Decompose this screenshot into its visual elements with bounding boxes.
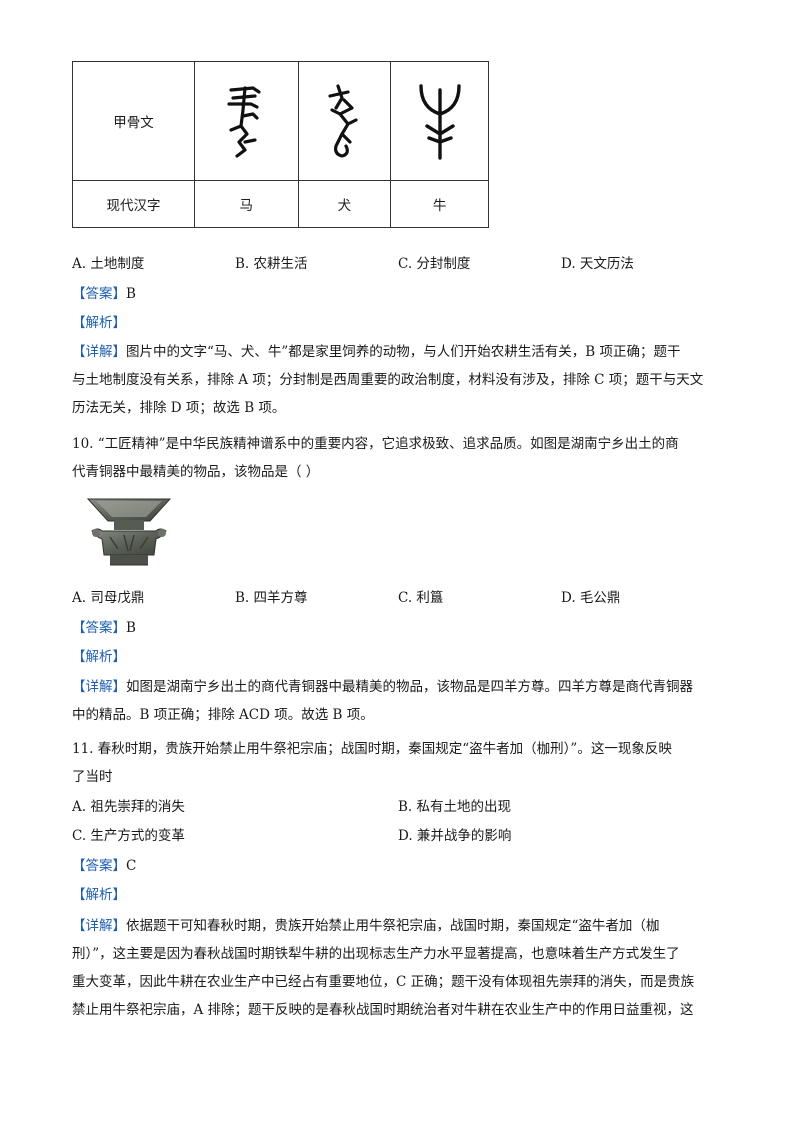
four-ram-zun-icon xyxy=(86,498,172,566)
q9-option-a: A. 土地制度 xyxy=(72,256,145,272)
q9-answer: 【答案】B xyxy=(72,284,136,304)
q11-analysis-tag: 【解析】 xyxy=(72,887,126,903)
q10-detail-line-1: 如图是湖南宁乡出土的商代青铜器中最精美的物品，该物品是四羊方尊。四羊方尊是商代青… xyxy=(126,679,693,695)
q11-option-a: A. 祖先崇拜的消失 xyxy=(72,799,185,815)
q9-option-b: B. 农耕生活 xyxy=(235,256,308,272)
oracle-row: 甲骨文 xyxy=(71,61,489,181)
q10-detail-line-2: 中的精品。B 项正确；排除 ACD 项。故选 B 项。 xyxy=(72,707,374,723)
q10-option-b: B. 四羊方尊 xyxy=(235,590,308,606)
modern-char-dog: 犬 xyxy=(297,180,392,228)
answer-tag: 【答案】 xyxy=(72,286,126,302)
detail-tag: 【详解】 xyxy=(72,918,126,934)
q9-option-c: C. 分封制度 xyxy=(398,256,471,272)
modern-char-horse: 马 xyxy=(194,180,299,228)
q10-answer: 【答案】B xyxy=(72,618,136,638)
q10-stem-line-2: 代青铜器中最精美的物品，该物品是（ ） xyxy=(72,464,320,480)
oracle-bone-table: 甲骨文 xyxy=(71,61,489,228)
q11-detail-line-2: 刑）”，这主要是因为春秋战国时期铁犁牛耕的出现标志生产力水平显著提高，也意味着生… xyxy=(72,946,680,962)
q10-detail: 【详解】如图是湖南宁乡出土的商代青铜器中最精美的物品，该物品是四羊方尊。四羊方尊… xyxy=(72,673,732,729)
q10-analysis-tag: 【解析】 xyxy=(72,649,126,665)
q11-stem-line-1: 11. 春秋时期，贵族开始禁止用牛祭祀宗庙；战国时期，秦国规定“盗牛者加（枷刑）… xyxy=(72,741,672,757)
answer-tag: 【答案】 xyxy=(72,620,126,636)
q11-option-c: C. 生产方式的变革 xyxy=(72,828,185,844)
q11-answer: 【答案】C xyxy=(72,856,136,876)
answer-tag: 【答案】 xyxy=(72,858,126,874)
q9-analysis-tag: 【解析】 xyxy=(72,315,126,331)
row-header-modern: 现代汉字 xyxy=(71,180,196,228)
q11-detail: 【详解】依据题干可知春秋时期，贵族开始禁止用牛祭祀宗庙，战国时期，秦国规定“盗牛… xyxy=(72,912,732,1024)
q11-detail-line-4: 禁止用牛祭祀宗庙，A 排除；题干反映的是春秋战国时期统治者对牛耕在农业生产中的作… xyxy=(72,1002,694,1018)
answer-value: B xyxy=(126,286,136,302)
detail-tag: 【详解】 xyxy=(72,679,126,695)
q10-stem: 10. “工匠精神”是中华民族精神谱系中的重要内容，它追求极致、追求品质。如图是… xyxy=(72,430,732,486)
q11-stem-line-2: 了当时 xyxy=(72,769,113,785)
oracle-horse-glyph xyxy=(194,61,299,181)
q10-stem-line-1: 10. “工匠精神”是中华民族精神谱系中的重要内容，它追求极致、追求品质。如图是… xyxy=(72,436,679,452)
q10-option-d: D. 毛公鼎 xyxy=(561,590,621,606)
answer-value: C xyxy=(126,858,137,874)
oracle-ox-glyph xyxy=(390,61,489,181)
q9-option-d: D. 天文历法 xyxy=(561,256,634,272)
q9-detail-line-3: 历法无关，排除 D 项；故选 B 项。 xyxy=(72,400,286,416)
q10-option-a: A. 司母戊鼎 xyxy=(72,590,145,606)
q10-option-c: C. 利簋 xyxy=(398,590,444,606)
row-header-oracle: 甲骨文 xyxy=(71,61,196,181)
q9-detail-line-2: 与土地制度没有关系，排除 A 项；分封制是西周重要的政治制度，材料没有涉及，排除… xyxy=(72,372,704,388)
detail-tag: 【详解】 xyxy=(72,344,126,360)
modern-row: 现代汉字 马 犬 牛 xyxy=(71,180,489,228)
q11-detail-line-1: 依据题干可知春秋时期，贵族开始禁止用牛祭祀宗庙，战国时期，秦国规定“盗牛者加（枷 xyxy=(126,918,660,934)
dog-glyph-icon xyxy=(328,84,358,158)
q11-detail-line-3: 重大变革，因此牛耕在农业生产中已经占有重要地位，C 正确；题干没有体现祖先崇拜的… xyxy=(72,974,695,990)
q9-detail-line-1: 图片中的文字“马、犬、牛”都是家里饲养的动物，与人们开始农耕生活有关，B 项正确… xyxy=(126,344,681,360)
bronze-vessel-image xyxy=(84,493,174,573)
q11-option-d: D. 兼并战争的影响 xyxy=(398,828,512,844)
q11-option-b: B. 私有土地的出现 xyxy=(398,799,512,815)
q11-stem: 11. 春秋时期，贵族开始禁止用牛祭祀宗庙；战国时期，秦国规定“盗牛者加（枷刑）… xyxy=(72,735,732,791)
oracle-dog-glyph xyxy=(297,61,392,181)
answer-value: B xyxy=(126,620,136,636)
q9-detail: 【详解】图片中的文字“马、犬、牛”都是家里饲养的动物，与人们开始农耕生活有关，B… xyxy=(72,338,732,422)
ox-glyph-icon xyxy=(418,84,461,160)
horse-glyph-icon xyxy=(227,86,261,158)
modern-char-ox: 牛 xyxy=(390,180,489,228)
